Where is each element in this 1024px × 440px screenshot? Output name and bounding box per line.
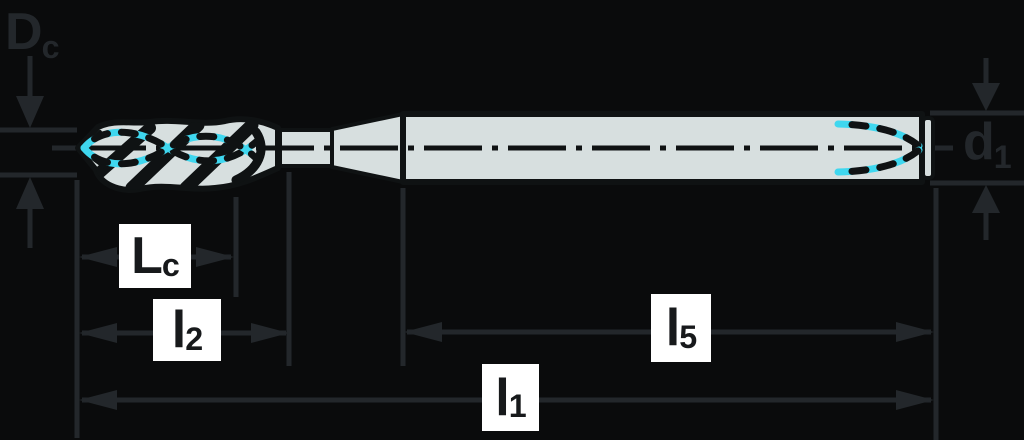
label-shank-diameter: d1 xyxy=(963,113,1012,173)
l1-arrow-right xyxy=(896,390,934,410)
dc-arrow-down xyxy=(16,96,44,128)
label-cutting-diameter-main: D xyxy=(5,3,43,61)
d1-arrow-up xyxy=(972,185,1000,213)
d1-arrow-down xyxy=(972,83,1000,111)
dimension-d1 xyxy=(930,58,1024,240)
drill-shank-end-face xyxy=(921,116,935,180)
lc-arrow-left xyxy=(79,247,117,267)
l5-arrow-right xyxy=(896,322,934,342)
l5-arrow-left xyxy=(404,322,442,342)
lc-arrow-right xyxy=(196,247,234,267)
label-shank-diameter-main: d xyxy=(963,113,995,171)
l1-arrow-left xyxy=(79,390,117,410)
label-overall-length-main: l xyxy=(495,368,509,427)
coolant-channels-shank-end xyxy=(834,120,923,176)
label-shank-diameter-sub: 1 xyxy=(993,139,1012,176)
label-overall-length-sub: 1 xyxy=(508,388,527,425)
label-length-l5-sub: 5 xyxy=(679,318,697,355)
coolant-channel-a-dash xyxy=(80,128,260,165)
label-length-l2-main: l xyxy=(171,301,186,359)
l2-arrow-right xyxy=(251,323,289,343)
label-flute-length-sub: c xyxy=(161,246,180,283)
label-cutting-diameter: Dc xyxy=(5,3,59,63)
coolant-exit-bottom-dash xyxy=(834,146,923,176)
label-flute-length-main: L xyxy=(131,227,163,285)
coolant-channel-b-dash xyxy=(80,132,260,168)
coolant-channels-flute xyxy=(80,128,260,168)
dc-arrow-up xyxy=(16,177,44,209)
drill-body xyxy=(75,111,935,193)
coolant-exit-top-dash xyxy=(834,120,923,150)
label-length-l5-main: l xyxy=(665,299,680,357)
label-length-l2-sub: 2 xyxy=(185,320,203,357)
l2-arrow-left xyxy=(79,323,117,343)
dimension-dc xyxy=(0,56,77,248)
label-cutting-diameter-sub: c xyxy=(41,29,60,66)
extension-lines xyxy=(74,172,939,440)
